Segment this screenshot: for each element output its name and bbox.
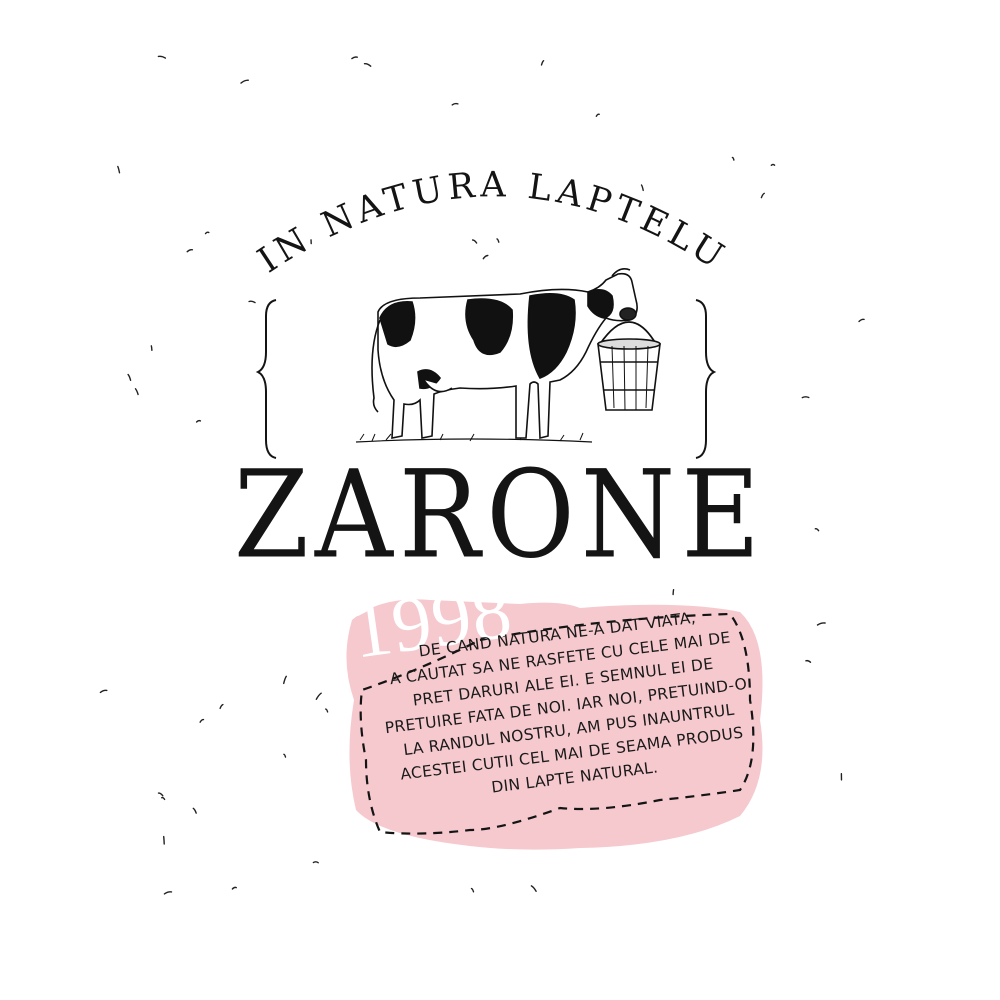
speckle bbox=[248, 300, 256, 304]
speckle bbox=[770, 163, 776, 166]
speckle bbox=[117, 165, 121, 174]
speckle bbox=[858, 318, 865, 323]
speckle bbox=[157, 792, 164, 797]
speckle bbox=[816, 622, 826, 626]
curly-brace-left bbox=[255, 299, 277, 459]
speckle bbox=[240, 79, 249, 84]
speckle bbox=[315, 692, 322, 700]
cow-illustration bbox=[355, 268, 638, 443]
speckle bbox=[451, 102, 459, 106]
speckle bbox=[283, 753, 287, 758]
speckle bbox=[482, 254, 489, 260]
curly-brace-right bbox=[695, 299, 717, 459]
blush-blob bbox=[346, 599, 763, 850]
speckle bbox=[219, 703, 224, 710]
speckle bbox=[312, 861, 319, 864]
speckle bbox=[163, 891, 173, 895]
speckle bbox=[157, 55, 167, 59]
speckle bbox=[325, 708, 329, 713]
speckle bbox=[471, 239, 478, 244]
speckle bbox=[640, 184, 644, 192]
speckle bbox=[163, 835, 165, 845]
speckle bbox=[161, 796, 166, 801]
speckle bbox=[470, 887, 475, 893]
speckle bbox=[204, 231, 210, 235]
speckle bbox=[283, 675, 287, 685]
dashed-frame bbox=[359, 612, 755, 835]
speckle bbox=[672, 589, 675, 596]
speckle bbox=[199, 718, 205, 723]
milk-bucket-icon bbox=[597, 321, 661, 411]
speckle bbox=[127, 373, 132, 381]
speckle bbox=[801, 396, 810, 399]
speckle bbox=[186, 249, 194, 253]
speckle bbox=[150, 345, 153, 351]
speckle bbox=[540, 60, 545, 66]
speckle bbox=[192, 807, 197, 814]
speckle bbox=[760, 192, 765, 199]
speckle bbox=[814, 528, 820, 532]
speckle bbox=[496, 238, 500, 243]
speckle bbox=[351, 56, 358, 60]
speckle bbox=[231, 886, 237, 890]
speckle bbox=[195, 419, 202, 423]
brand-name: ZARONE bbox=[233, 445, 767, 586]
speckle bbox=[731, 156, 735, 161]
speckle bbox=[530, 885, 537, 892]
speckle bbox=[134, 388, 139, 396]
speckle bbox=[595, 113, 600, 117]
speckle bbox=[805, 659, 812, 663]
speckle bbox=[363, 62, 372, 67]
speckle bbox=[99, 689, 108, 694]
